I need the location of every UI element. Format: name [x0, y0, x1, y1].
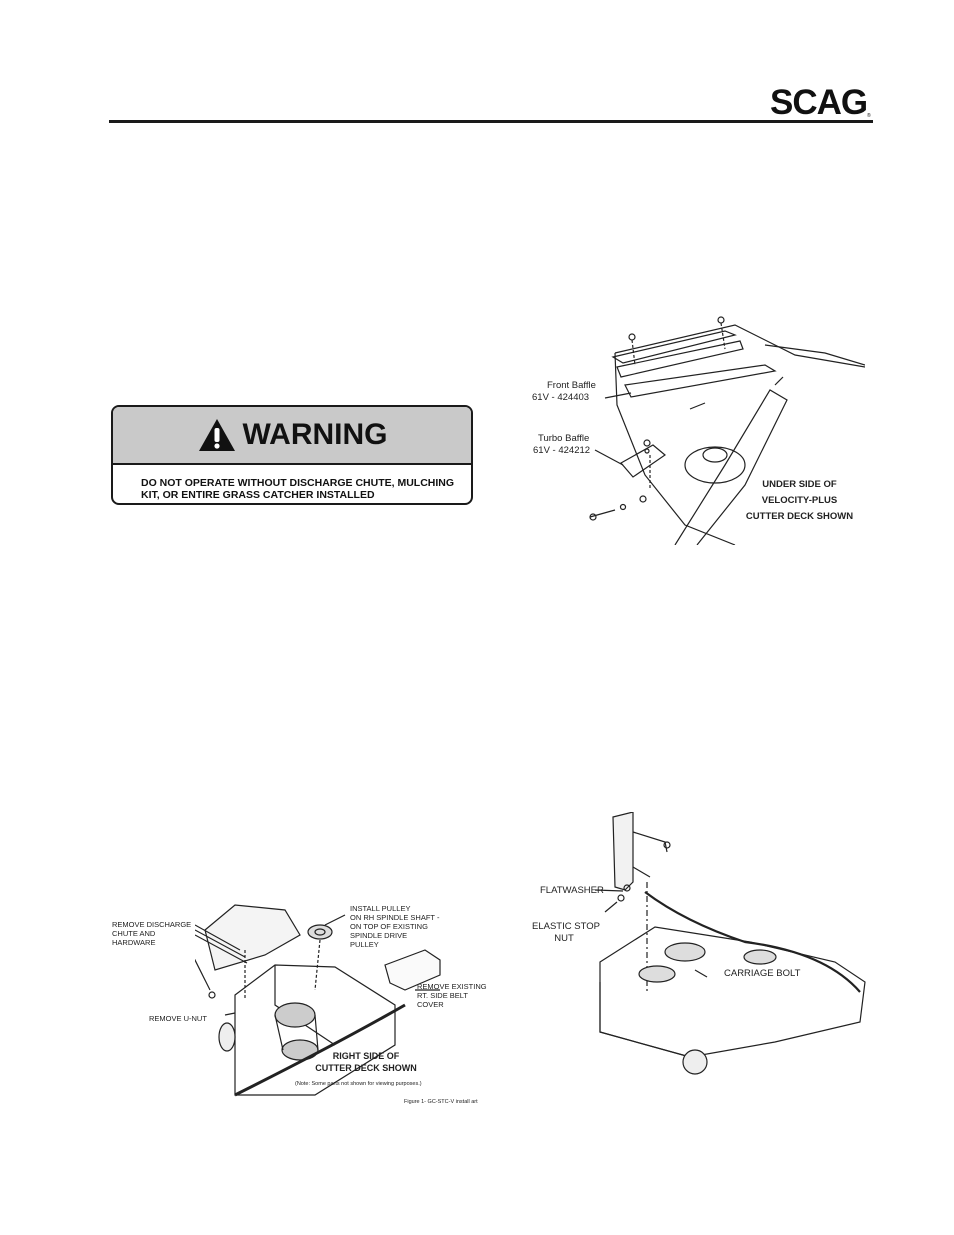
install-pulley-line-1: INSTALL PULLEY	[350, 904, 411, 913]
baffle-drawing	[589, 316, 865, 545]
remove-chute-line-2: CHUTE AND	[112, 929, 156, 938]
bracket-figure	[595, 812, 880, 1082]
flatwasher-label: FLATWASHER	[540, 885, 604, 896]
warning-line-2: KIT, OR ENTIRE GRASS CATCHER INSTALLED	[141, 489, 375, 501]
deck-figure	[195, 895, 495, 1105]
remove-chute-line-3: HARDWARE	[112, 938, 156, 947]
front-baffle-label: Front Baffle	[547, 380, 596, 391]
remove-chute-label: REMOVE DISCHARGE CHUTE AND HARDWARE	[112, 920, 191, 947]
scag-logo: SCAG ®	[770, 83, 872, 122]
deck-caption-line-2: CUTTER DECK SHOWN	[315, 1063, 417, 1073]
warning-text: DO NOT OPERATE WITHOUT DISCHARGE CHUTE, …	[113, 465, 471, 501]
elastic-stop-nut-label: ELASTIC STOP NUT	[532, 921, 600, 945]
install-pulley-label: INSTALL PULLEY ON RH SPINDLE SHAFT - ON …	[350, 904, 439, 949]
remove-cover-line-2: RT. SIDE BELT	[417, 991, 468, 1000]
install-pulley-line-5: PULLEY	[350, 940, 379, 949]
deck-drawing	[195, 904, 441, 1097]
remove-chute-line-1: REMOVE DISCHARGE	[112, 920, 192, 929]
registered-mark: ®	[867, 112, 871, 119]
elastic-stop-line-1: ELASTIC STOP	[532, 921, 600, 932]
install-pulley-line-3: ON TOP OF EXISTING	[350, 922, 428, 931]
install-pulley-line-2: ON RH SPINDLE SHAFT -	[350, 913, 440, 922]
warning-label: WARNING DO NOT OPERATE WITHOUT DISCHARGE…	[111, 405, 473, 505]
remove-unut-label: REMOVE U-NUT	[149, 1014, 207, 1023]
turbo-baffle-label: Turbo Baffle	[538, 433, 590, 444]
remove-cover-line-1: REMOVE EXISTING	[417, 982, 487, 991]
logo-text: SCAG	[770, 84, 867, 120]
baffle-figure	[525, 305, 865, 545]
front-baffle-part-number: 61V - 424403	[532, 392, 590, 403]
baffle-caption-line-3: CUTTER DECK SHOWN	[745, 511, 854, 522]
figure-id: Figure 1- GC-STC-V install art	[404, 1099, 478, 1105]
warning-line-1: DO NOT OPERATE WITHOUT DISCHARGE CHUTE, …	[141, 477, 455, 489]
deck-caption: RIGHT SIDE OF CUTTER DECK SHOWN	[296, 1050, 436, 1074]
remove-cover-label: REMOVE EXISTING RT. SIDE BELT COVER	[417, 982, 487, 1009]
carriage-bolt-label: CARRIAGE BOLT	[724, 968, 801, 979]
baffle-caption-line-1: UNDER SIDE OF	[762, 479, 837, 490]
bracket-drawing	[595, 812, 866, 1075]
deck-caption-line-1: RIGHT SIDE OF	[332, 1051, 400, 1061]
deck-note: (Note: Some parts not shown for viewing …	[295, 1081, 422, 1087]
install-pulley-line-4: SPINDLE DRIVE	[350, 931, 408, 940]
remove-cover-line-3: COVER	[417, 1000, 444, 1009]
baffle-caption: UNDER SIDE OF VELOCITY-PLUS CUTTER DECK …	[742, 478, 857, 523]
elastic-stop-line-2: NUT	[554, 933, 574, 944]
warning-triangle-icon	[198, 419, 235, 451]
baffle-caption-line-2: VELOCITY-PLUS	[761, 495, 838, 506]
warning-title: WARNING	[242, 418, 388, 451]
turbo-baffle-part-number: 61V - 424212	[533, 445, 591, 456]
header-rule	[109, 120, 873, 123]
warning-header: WARNING	[113, 407, 471, 465]
